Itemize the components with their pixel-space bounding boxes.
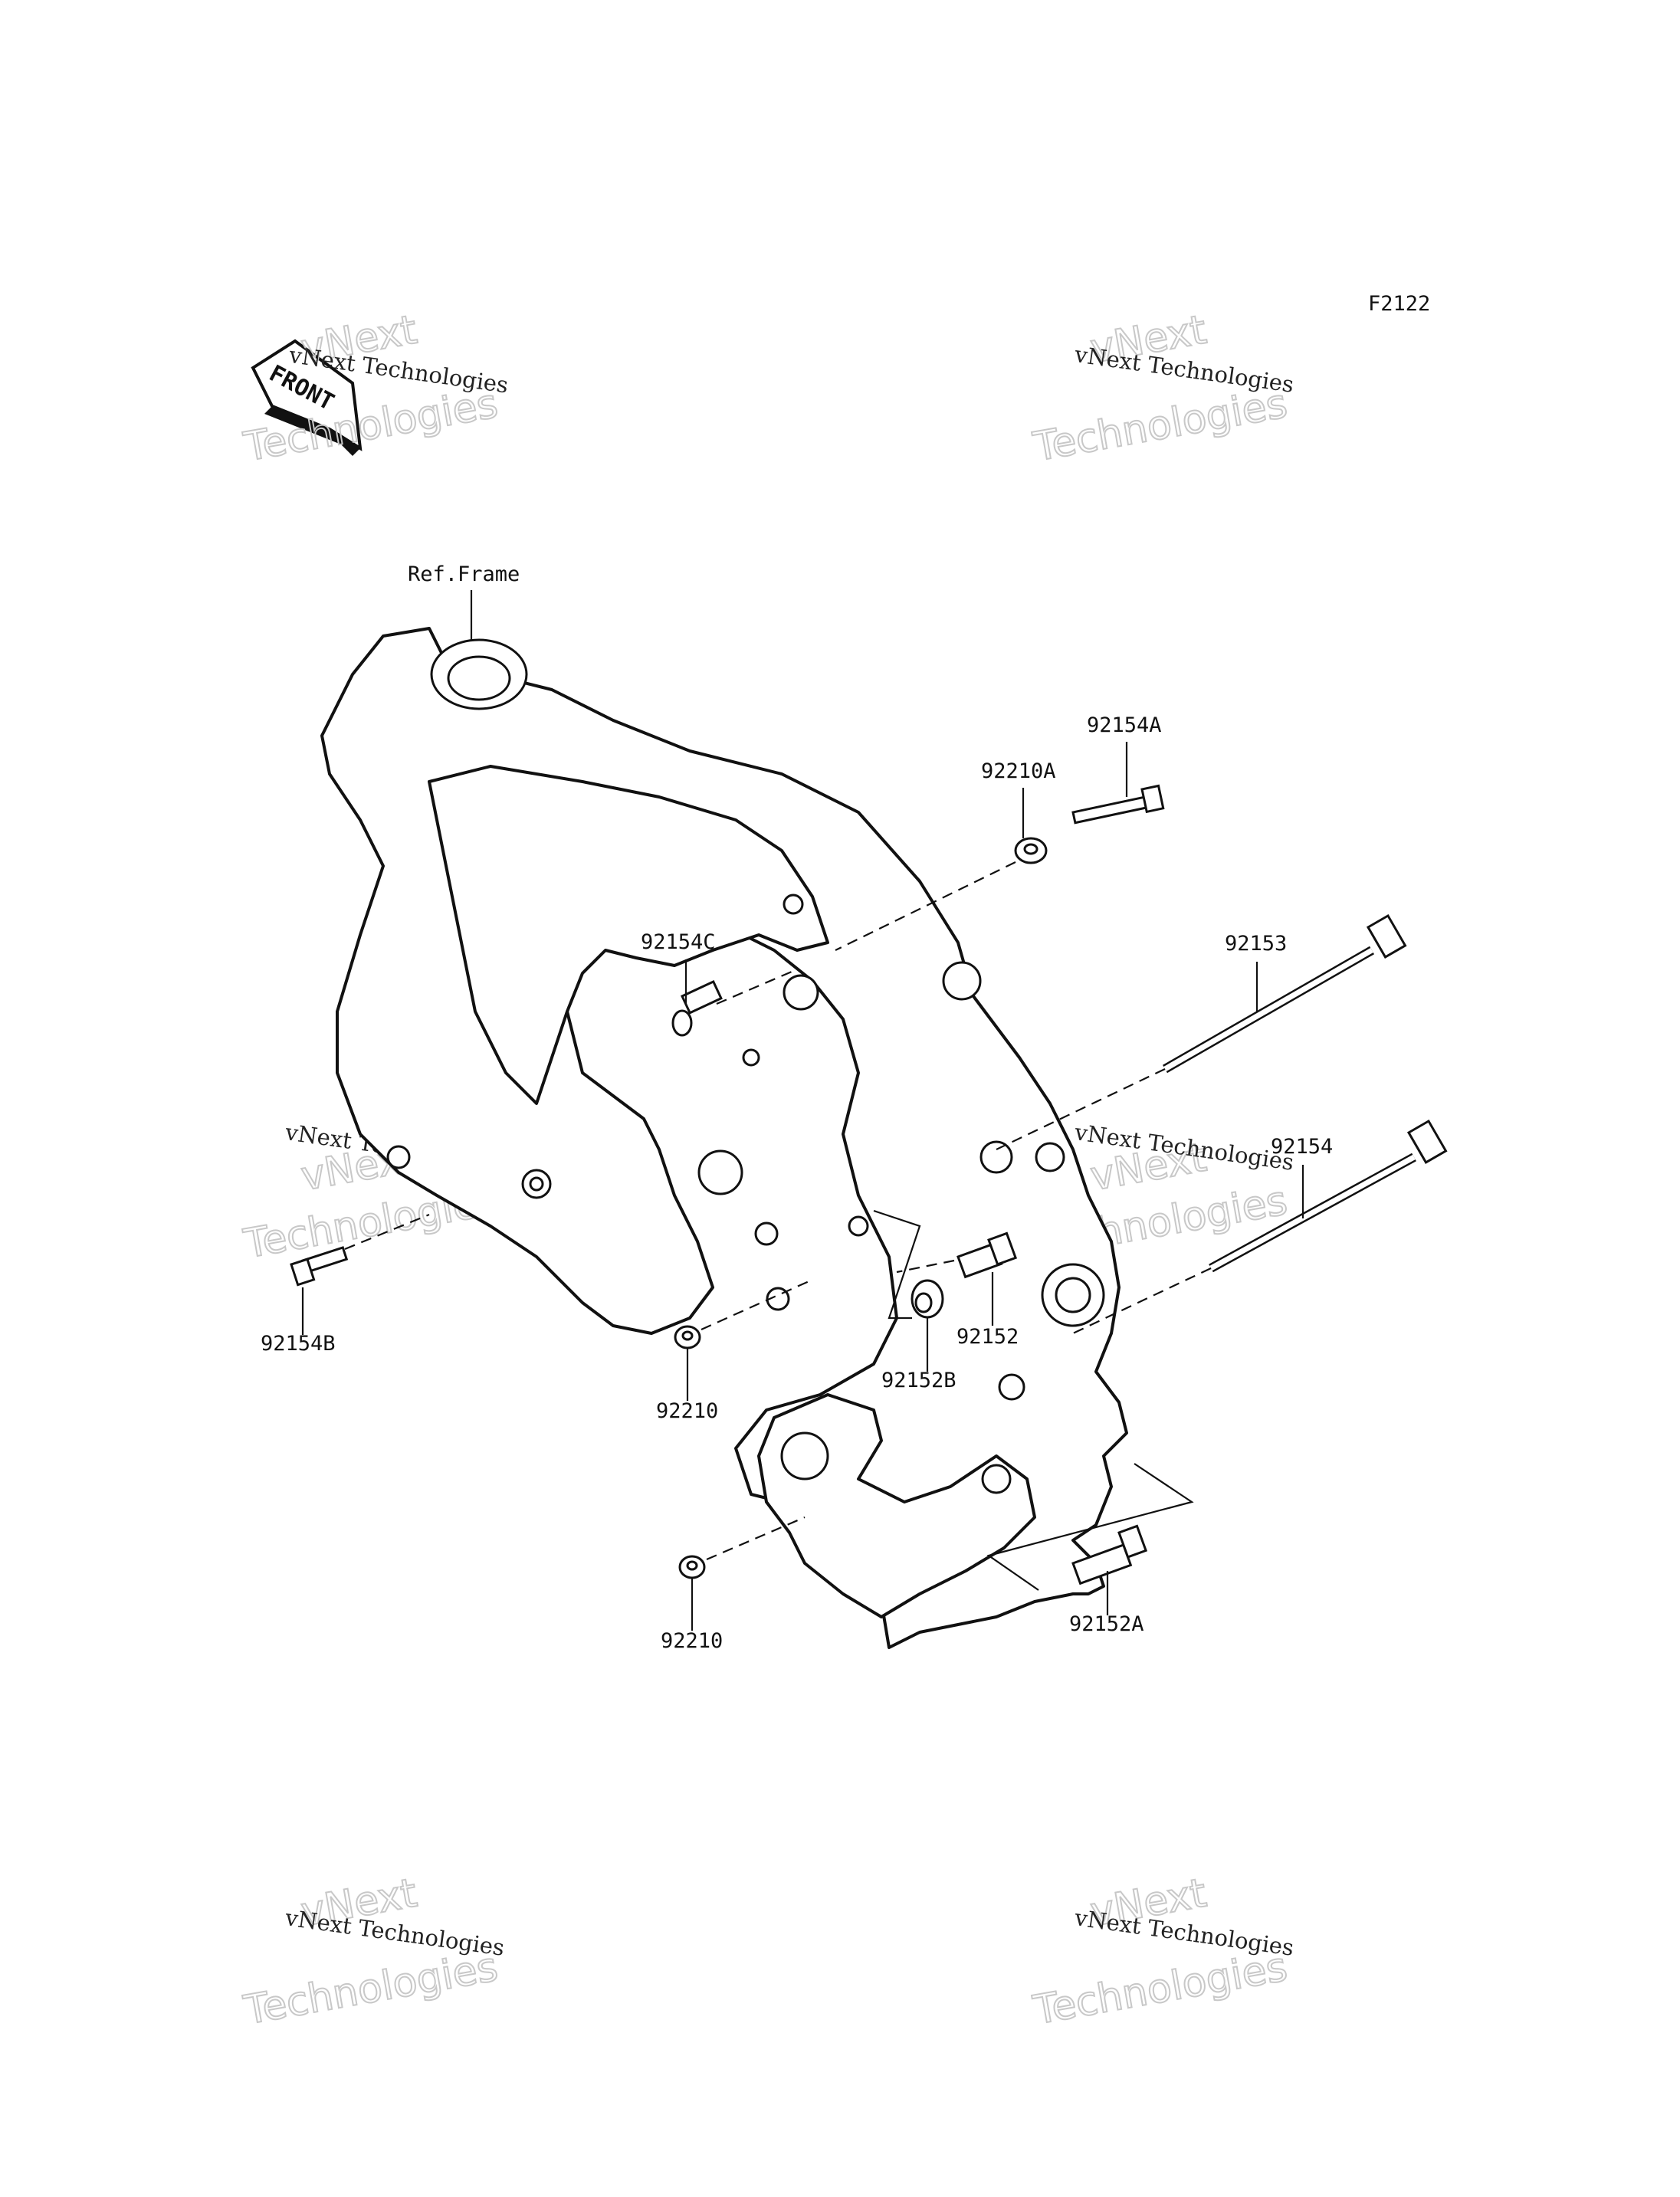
watermark-bottom-left: vNext vNext Technologies Technologies xyxy=(240,1870,507,2035)
dash-92210-upper xyxy=(701,1278,813,1331)
stud-92152A-icon xyxy=(1071,1524,1148,1585)
part-label-92152: 92152 xyxy=(956,1325,1019,1349)
part-label-92210A: 92210A xyxy=(981,759,1056,783)
part-label-92152B: 92152B xyxy=(881,1369,956,1392)
part-label-92154B: 92154B xyxy=(261,1332,336,1356)
watermark-bottom-right: vNext vNext Technologies Technologies xyxy=(1029,1870,1296,2035)
collar-92152B-icon xyxy=(911,1279,944,1319)
part-label-92154C: 92154C xyxy=(641,930,716,954)
nut-92210-lower-icon xyxy=(678,1555,706,1579)
stud-92152-icon xyxy=(956,1231,1018,1279)
dash-92210-lower xyxy=(706,1516,806,1561)
part-label-92154A: 92154A xyxy=(1087,713,1162,737)
dash-92154C xyxy=(716,968,798,1005)
nut-92210A-icon xyxy=(1014,837,1048,864)
dash-92154B xyxy=(344,1213,430,1251)
dash-92153 xyxy=(996,1068,1166,1150)
motorcycle-frame xyxy=(320,627,1128,1649)
part-label-92210-upper: 92210 xyxy=(656,1399,718,1423)
dash-92152B xyxy=(873,1209,921,1320)
part-label-92152A: 92152A xyxy=(1069,1612,1144,1636)
dash-92154 xyxy=(1072,1267,1212,1334)
dash-92152A xyxy=(986,1463,1194,1591)
nut-92210-upper-icon xyxy=(674,1325,701,1349)
part-label-92154: 92154 xyxy=(1271,1135,1333,1159)
dash-92152 xyxy=(896,1259,955,1274)
figure-code: F2122 xyxy=(1368,292,1430,316)
bolt-92154B-icon xyxy=(290,1246,349,1287)
bolt-92154-icon xyxy=(1209,1119,1448,1273)
dash-92210A xyxy=(835,861,1016,951)
part-label-92210-lower: 92210 xyxy=(661,1629,723,1653)
watermark-top-right: vNext vNext Technologies Technologies xyxy=(1029,307,1296,472)
part-label-92153: 92153 xyxy=(1225,932,1287,956)
watermark-big-bottom: Technologies xyxy=(1030,381,1291,471)
watermark-big-bottom: Technologies xyxy=(1030,1944,1291,2034)
bolt-92153-icon xyxy=(1163,913,1407,1074)
bolt-92154C-icon xyxy=(671,979,723,1037)
watermark-big-bottom: Technologies xyxy=(241,1944,501,2034)
bolt-92154A-icon xyxy=(1071,784,1165,825)
ref-frame-label: Ref.Frame xyxy=(408,562,520,586)
front-arrow-icon: FRONT xyxy=(251,339,363,456)
